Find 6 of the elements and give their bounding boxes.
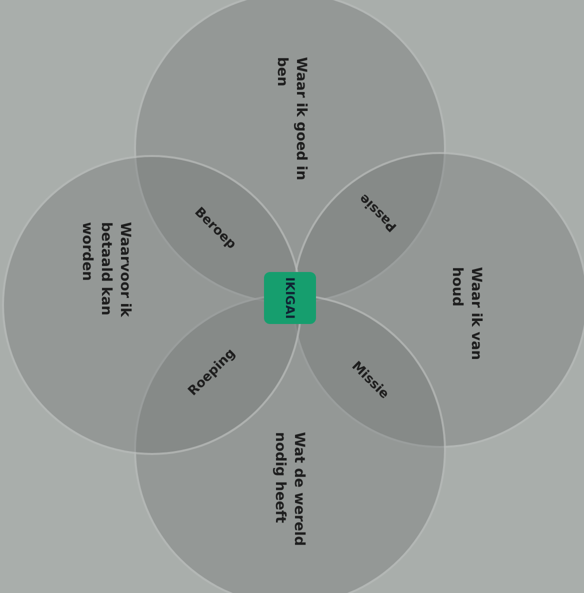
- circle-label: Waar ik goed in ben: [273, 57, 310, 182]
- circle-label: Wat de wereld nodig heeft: [271, 432, 308, 548]
- circle-label: Waar ik van houd: [448, 267, 485, 362]
- circle-label: Waarvoor ik betaald kan worden: [78, 222, 134, 319]
- center-badge: [264, 272, 316, 324]
- center-label: IKIGAI: [283, 277, 297, 319]
